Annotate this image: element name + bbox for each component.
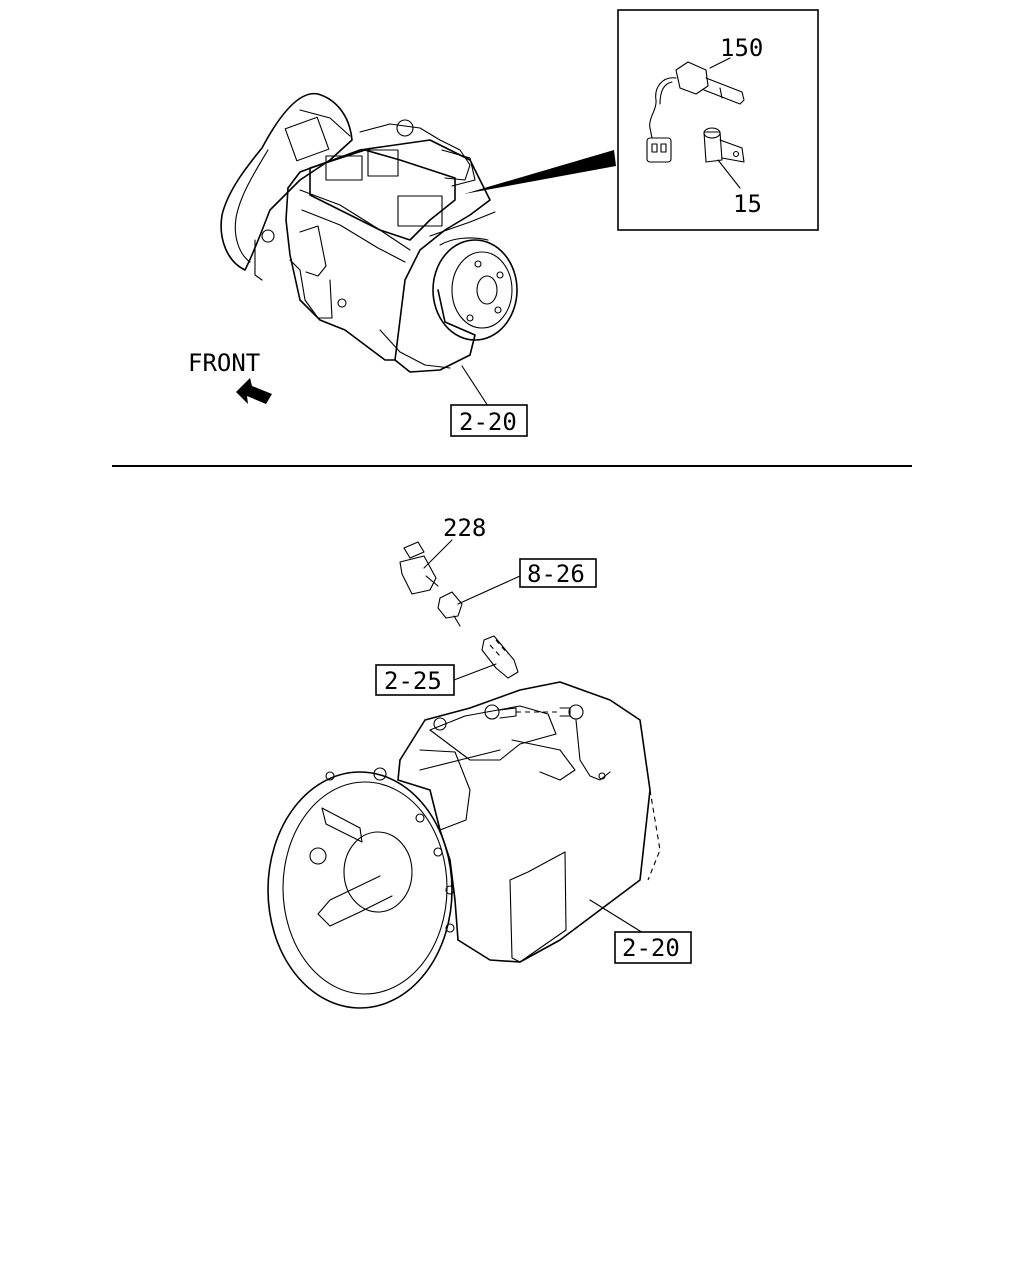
inset-pointer — [464, 150, 616, 194]
label-228: 228 — [443, 514, 486, 542]
leader-2-20-bottom — [589, 899, 649, 937]
label-ref-2-25: 2-25 — [384, 667, 442, 695]
inset-box — [617, 9, 819, 231]
part-150-drawing — [646, 61, 745, 163]
switch-8-26-drawing — [437, 591, 463, 627]
part-15-drawing — [703, 127, 745, 163]
leader-2-25 — [453, 663, 497, 681]
plunger-2-25-drawing — [481, 635, 519, 679]
bottom-transmission-drawing — [267, 681, 661, 1009]
part-228-drawing — [399, 541, 439, 595]
label-ref-2-20-bottom: 2-20 — [622, 934, 680, 962]
label-ref-8-26: 8-26 — [527, 560, 585, 588]
leader-8-26 — [457, 575, 521, 605]
label-ref-2-20-top: 2-20 — [459, 408, 517, 436]
ref-box-2-25 — [375, 664, 455, 696]
leader-150 — [709, 57, 731, 69]
leader-228 — [423, 539, 453, 569]
ref-box-2-20-bottom — [614, 931, 692, 964]
leader-2-20-top — [461, 365, 489, 407]
front-arrow-icon — [236, 378, 272, 404]
leader-15 — [717, 159, 741, 189]
ref-box-2-20-top — [450, 404, 528, 437]
label-15: 15 — [733, 190, 762, 218]
label-150: 150 — [720, 34, 763, 62]
label-front: FRONT — [188, 349, 260, 377]
ref-box-8-26 — [519, 558, 597, 588]
top-transmission-drawing — [220, 92, 518, 373]
